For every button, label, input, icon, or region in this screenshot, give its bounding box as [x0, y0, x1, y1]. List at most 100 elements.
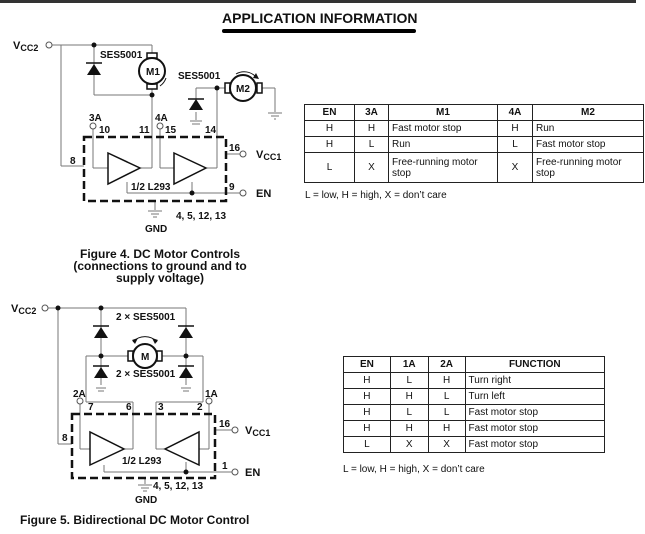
header-cell: 2A — [427, 356, 466, 373]
cell: H — [427, 420, 466, 437]
figure5-caption: Figure 5. Bidirectional DC Motor Control — [20, 513, 250, 527]
figure5-truth-table: EN 1A 2A FUNCTION H L H Turn right H H L… — [343, 356, 606, 453]
vcc2-label: VCC2 — [11, 303, 36, 316]
pin16-label: 16 — [229, 143, 241, 154]
caption-line: (connections to ground and to — [73, 259, 247, 273]
cell: Turn left — [464, 388, 606, 405]
pin9-label: 9 — [229, 182, 235, 193]
cell: X — [389, 436, 429, 453]
cell: Fast motor stop — [388, 120, 498, 137]
cell: Turn right — [464, 372, 606, 389]
cell: X — [497, 152, 533, 183]
pin11-label: 11 — [139, 125, 150, 136]
table-row: L X Free-running motor stop X Free-runni… — [304, 152, 644, 183]
cell: Run — [388, 136, 498, 153]
cell: Fast motor stop — [532, 136, 644, 153]
cell: H — [343, 404, 391, 421]
pin3-label: 3 — [158, 402, 164, 413]
vcc2-label: VCC2 — [13, 40, 38, 53]
cell: Fast motor stop — [464, 404, 606, 421]
header-cell: EN — [304, 104, 355, 121]
table-header-row: EN 1A 2A FUNCTION — [343, 356, 606, 373]
amplifier-icon — [173, 151, 208, 186]
pin14-label: 14 — [205, 125, 217, 136]
en-label: EN — [256, 188, 271, 200]
motor-m2-icon — [224, 71, 263, 102]
table-row: H H Fast motor stop H Run — [304, 120, 644, 137]
amplifier-icon — [89, 430, 126, 467]
junction-dots — [55, 305, 189, 475]
diode1-label: SES5001 — [100, 50, 143, 61]
cell: H — [343, 420, 391, 437]
gnd-label: GND — [135, 495, 157, 506]
header-cell: 3A — [354, 104, 389, 121]
l293-chip-outline — [82, 135, 228, 203]
figure4-caption: Figure 4. DC Motor Controls (connections… — [40, 248, 280, 284]
ground-icon — [148, 112, 282, 218]
table-row: H L Run L Fast motor stop — [304, 136, 644, 153]
amplifier-icon — [163, 430, 200, 467]
pin7-label: 7 — [88, 402, 94, 413]
cell: L — [427, 388, 466, 405]
header-cell: 4A — [497, 104, 533, 121]
page-title: APPLICATION INFORMATION — [222, 10, 418, 26]
pin2-label: 2 — [197, 402, 203, 413]
cell: X — [354, 152, 389, 183]
ground-icon — [96, 387, 191, 492]
vcc1-label: VCC1 — [256, 149, 281, 162]
diodes-bottom-label: 2 × SES5001 — [116, 369, 176, 380]
table-row: L X X Fast motor stop — [343, 436, 606, 453]
cell: H — [304, 120, 355, 137]
diode2-label: SES5001 — [178, 71, 221, 82]
cell: L — [427, 404, 466, 421]
cell: H — [389, 388, 429, 405]
top-rule — [0, 0, 636, 3]
cell: Free-running motor stop — [532, 152, 644, 183]
terminal-icons — [41, 304, 239, 476]
table-header-row: EN 3A M1 4A M2 — [304, 104, 644, 121]
cell: L — [304, 152, 355, 183]
amplifier-icon — [107, 151, 142, 186]
pin6-label: 6 — [126, 402, 132, 413]
header-cell: 1A — [389, 356, 429, 373]
input-2a-label: 2A — [73, 389, 86, 400]
table-row: H H H Fast motor stop — [343, 420, 606, 437]
diode-icons — [93, 325, 194, 378]
diode-icon — [188, 98, 204, 110]
pin16-label: 16 — [219, 419, 231, 430]
chip-label: 1/2 L293 — [131, 182, 171, 193]
cell: H — [343, 388, 391, 405]
terminal-icons — [45, 41, 247, 197]
table-row: H H L Turn left — [343, 388, 606, 405]
cell: X — [427, 436, 466, 453]
cell: H — [343, 372, 391, 389]
cell: H — [304, 136, 355, 153]
figure5-table-legend: L = low, H = high, X = don’t care — [343, 464, 485, 475]
cell: L — [389, 372, 429, 389]
cell: Free-running motor stop — [388, 152, 498, 183]
pin8-label: 8 — [70, 156, 76, 167]
cell: Fast motor stop — [464, 420, 606, 437]
header-cell: M1 — [388, 104, 498, 121]
motor1-label: M1 — [146, 67, 160, 78]
caption-line: Figure 4. DC Motor Controls — [80, 247, 240, 261]
pin8-label: 8 — [62, 433, 68, 444]
caption-line: supply voltage) — [115, 271, 204, 285]
header-cell: M2 — [532, 104, 644, 121]
table-row: H L L Fast motor stop — [343, 404, 606, 421]
table-row: H L H Turn right — [343, 372, 606, 389]
cell: L — [354, 136, 389, 153]
cell: L — [389, 404, 429, 421]
gnd-pins-label: 4, 5, 12, 13 — [176, 211, 226, 222]
chip-label: 1/2 L293 — [122, 456, 162, 467]
vcc1-label: VCC1 — [245, 425, 270, 438]
figure4-table-legend: L = low, H = high, X = don’t care — [305, 190, 447, 201]
input-1a-label: 1A — [205, 389, 218, 400]
cell: H — [497, 120, 533, 137]
motor2-label: M2 — [236, 84, 250, 95]
pin10-label: 10 — [99, 125, 111, 136]
cell: H — [427, 372, 466, 389]
cell: H — [389, 420, 429, 437]
